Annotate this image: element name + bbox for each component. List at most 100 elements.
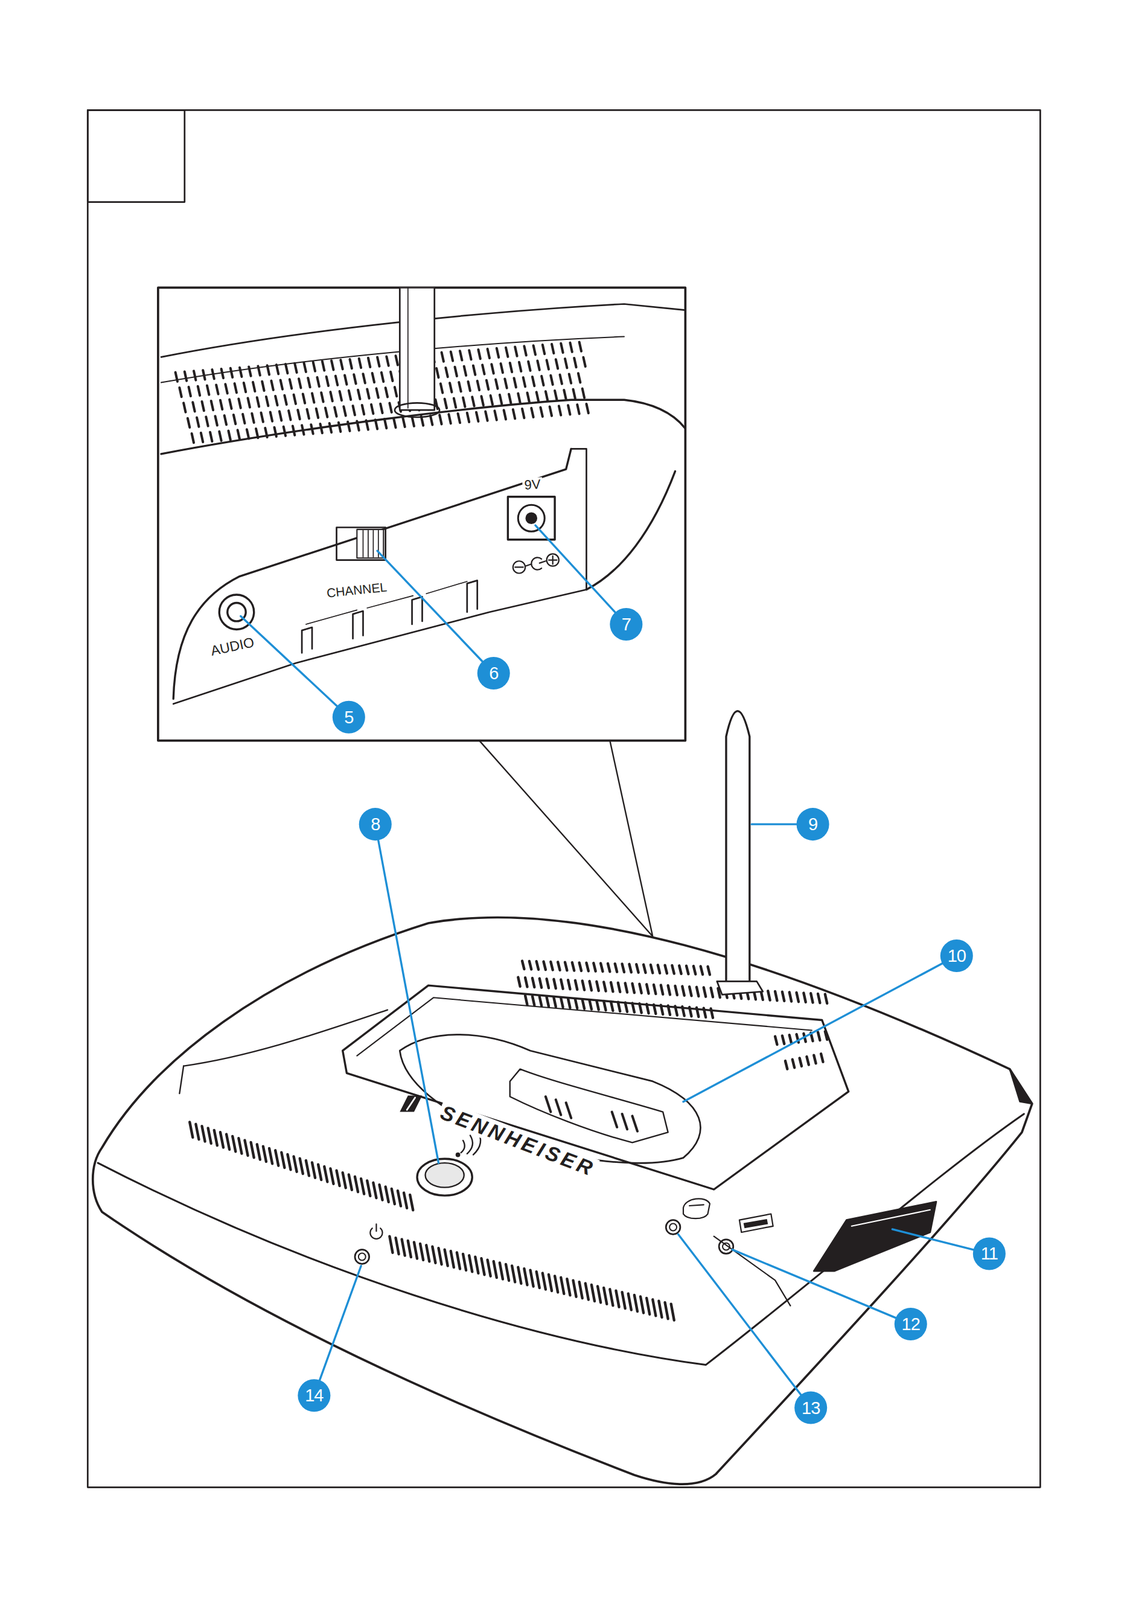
vent-slit (487, 348, 490, 358)
vent-slit (367, 1180, 371, 1196)
vent-slit (455, 367, 457, 377)
vent-slit (523, 345, 526, 355)
vent-slit (239, 367, 242, 377)
inset-detail (161, 287, 686, 704)
vent-slit (634, 1294, 638, 1312)
vent-slit (501, 363, 503, 373)
vent-slit (548, 1274, 552, 1291)
vent-slit (533, 345, 536, 355)
vent-slit (359, 358, 361, 368)
vent-slit (600, 962, 603, 972)
vent-slit (297, 409, 300, 419)
vent-slit (526, 392, 529, 403)
vent-slit (202, 370, 205, 380)
vent-slit (632, 1002, 635, 1012)
vent-slit (563, 389, 566, 400)
vent-slit (271, 380, 273, 390)
button (417, 1158, 473, 1196)
vent-slit (531, 408, 534, 418)
vent-slit (711, 1008, 713, 1018)
vent-slit (366, 420, 369, 430)
vent-slit (436, 368, 439, 378)
vent-slit (475, 1256, 479, 1274)
vent-slit (700, 965, 703, 975)
vent-slit (208, 1128, 212, 1144)
vent-slit (464, 366, 467, 376)
vent-slit (546, 978, 549, 988)
vent-slit (539, 978, 542, 988)
vent-slit (696, 1007, 699, 1017)
vent-slit (541, 376, 544, 386)
vent-slit (390, 371, 393, 381)
callout-circle (477, 656, 511, 690)
callout-number: 6 (488, 664, 498, 683)
vent-slit (357, 389, 360, 400)
vent-slit (353, 405, 355, 415)
vent-slit (553, 997, 556, 1007)
vent-slit (573, 389, 576, 399)
vent-slit (817, 1031, 820, 1041)
connector-label: AUDIO (207, 634, 258, 660)
vent-slit (522, 960, 524, 970)
vent-slit (671, 1303, 675, 1321)
vent-slit (430, 415, 433, 425)
vent-slit (545, 391, 548, 401)
vent-slit (238, 399, 241, 409)
vent-slit (517, 977, 520, 987)
vent-slit (372, 373, 375, 383)
vent-slit (458, 382, 461, 392)
vent-slit (593, 962, 596, 972)
vent-slit (643, 964, 646, 974)
vent-slit (557, 961, 560, 971)
transmit-led (665, 1219, 681, 1235)
vent-slit (575, 980, 578, 990)
vent-slit (251, 1142, 255, 1158)
vent-slit (622, 1291, 626, 1309)
vent-slit (477, 380, 480, 390)
vent-slit (261, 412, 264, 422)
vent-slit (394, 386, 397, 396)
vent-slit (279, 411, 282, 421)
vent-slit (472, 396, 474, 406)
vent-slit (336, 1170, 340, 1186)
vent-slit (825, 994, 827, 1004)
vent-slit (607, 963, 610, 972)
vent-slit (379, 1184, 383, 1200)
leader-line (751, 822, 797, 825)
vent-slit (586, 962, 588, 972)
vent-slit (513, 409, 515, 419)
callout-number: 8 (370, 815, 380, 834)
callout-number: 9 (808, 815, 818, 834)
vent-slit (578, 373, 581, 383)
vent-slit (381, 372, 384, 382)
vent-slit (246, 429, 249, 439)
vent-slit (232, 1136, 236, 1152)
vent-slit (376, 388, 378, 398)
vent-slit (640, 1295, 644, 1313)
vent-slit (257, 397, 259, 407)
vent-slit (197, 386, 200, 396)
vent-slit (458, 413, 460, 423)
dock-recess (342, 985, 849, 1190)
slot-notch (412, 596, 423, 625)
vent-slit (234, 383, 237, 393)
vent-slit (792, 1059, 795, 1068)
vent-slit (440, 383, 443, 393)
charging-contacts (510, 1069, 669, 1143)
vent-slit (653, 1004, 656, 1014)
vent-slit (583, 357, 585, 367)
vent-slit (183, 402, 186, 412)
vent-slit (553, 979, 556, 989)
vent-slit (546, 359, 549, 369)
vent-slit (517, 1267, 521, 1284)
vent-slit (384, 418, 387, 428)
vent-slit (514, 346, 517, 356)
vent-slit (412, 417, 415, 427)
vent-slit (354, 1176, 358, 1192)
vent-slit (371, 404, 374, 414)
vent-slit (469, 1254, 473, 1272)
leader-line (377, 550, 483, 661)
vent-slit (441, 352, 444, 362)
vent-slit (660, 985, 663, 995)
vent-slit (589, 980, 592, 990)
